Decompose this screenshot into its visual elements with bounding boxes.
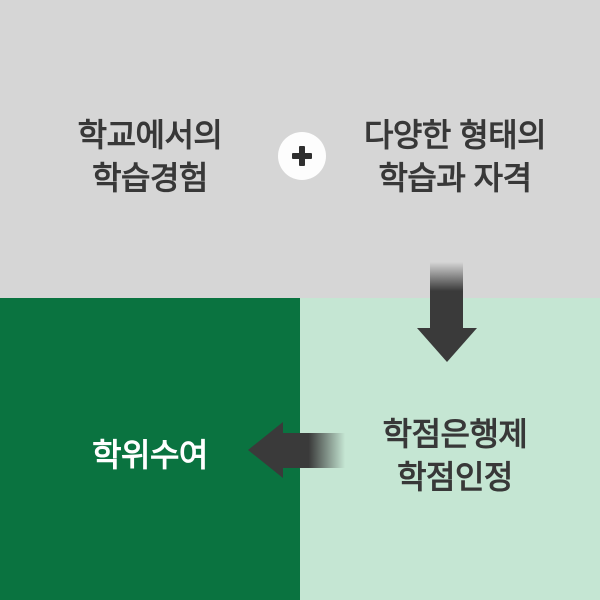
plus-vertical-bar xyxy=(299,146,305,166)
school-learning-line2: 학습경험 xyxy=(92,160,208,196)
down-arrow-head-icon xyxy=(417,328,477,362)
left-arrow-icon xyxy=(248,422,283,478)
diverse-learning-line2: 학습과 자격 xyxy=(378,160,532,196)
credit-recognition-line2: 학점인정 xyxy=(397,459,513,495)
plus-icon xyxy=(278,132,326,180)
degree-label: 학위수여 xyxy=(92,437,208,473)
down-arrow-icon xyxy=(430,262,463,328)
top-section: 학교에서의 학습경험 다양한 형태의 학습과 자격 xyxy=(0,0,600,298)
school-learning-line1: 학교에서의 xyxy=(77,117,223,153)
left-arrow-shaft-icon xyxy=(283,433,347,468)
credit-recognition-line1: 학점은행제 xyxy=(382,416,528,452)
credit-recognition-label: 학점은행제 학점인정 xyxy=(305,413,600,499)
school-learning-label: 학교에서의 학습경험 xyxy=(0,114,300,200)
diverse-learning-line1: 다양한 형태의 xyxy=(363,117,547,153)
diverse-learning-label: 다양한 형태의 학습과 자격 xyxy=(305,114,600,200)
